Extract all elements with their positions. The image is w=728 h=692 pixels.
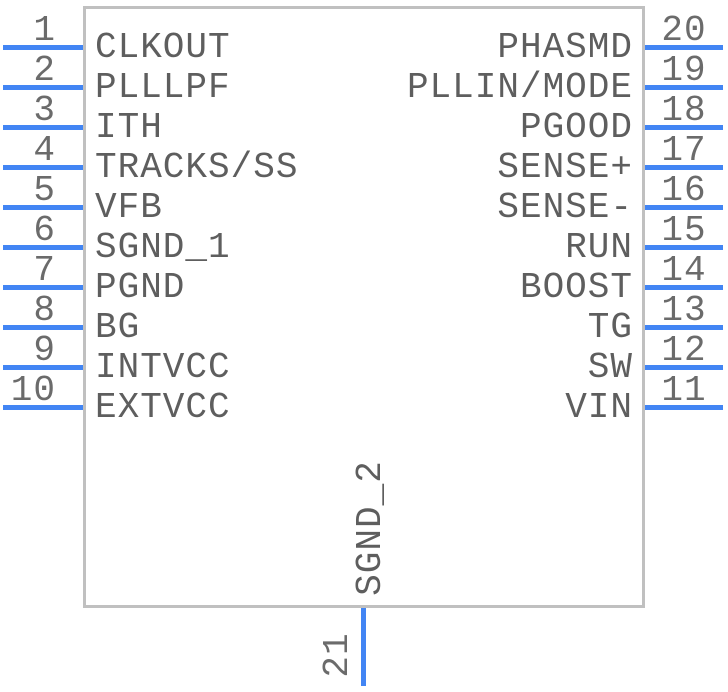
pin-name: BG (95, 307, 141, 348)
pin-name: SENSE- (497, 187, 633, 228)
pin-number: 6 (33, 210, 56, 251)
pin-name: PLLIN/MODE (406, 67, 633, 108)
pin-name: ITH (95, 107, 163, 148)
pin-line (645, 45, 723, 50)
pin-line (3, 245, 83, 250)
pin-name: BOOST (519, 267, 633, 308)
pin-number: 1 (33, 10, 56, 51)
pin-number: 3 (33, 90, 56, 131)
pin-line (645, 405, 723, 410)
pin-number: 9 (33, 330, 56, 371)
pin-name: PLLLPF (95, 67, 231, 108)
pin-number: 16 (661, 170, 707, 211)
pin-name: VFB (95, 187, 163, 228)
pin-number: 11 (661, 370, 707, 411)
pin-number: 10 (10, 370, 56, 411)
pin-line (645, 125, 723, 130)
pin-name: SGND_1 (95, 227, 231, 268)
pin-line (645, 245, 723, 250)
pin-line (3, 365, 83, 370)
pin-line (645, 205, 723, 210)
pin-name: INTVCC (95, 347, 231, 388)
pin-name: TG (587, 307, 633, 348)
pin-line (361, 608, 366, 686)
pin-name: SGND_2 (350, 460, 391, 596)
pin-number: 20 (661, 10, 707, 51)
pin-line (645, 165, 723, 170)
pin-name: SW (587, 347, 633, 388)
pin-name: PGND (95, 267, 186, 308)
pin-line (3, 285, 83, 290)
pin-line (3, 205, 83, 210)
pin-line (645, 325, 723, 330)
pin-number: 12 (661, 330, 707, 371)
pin-line (3, 165, 83, 170)
pin-number: 18 (661, 90, 707, 131)
pin-line (3, 325, 83, 330)
pin-name: VIN (565, 387, 633, 428)
pin-number: 7 (33, 250, 56, 291)
pin-line (3, 45, 83, 50)
pin-line (645, 285, 723, 290)
pin-number: 2 (33, 50, 56, 91)
pin-number: 14 (661, 250, 707, 291)
pin-line (645, 365, 723, 370)
pin-number: 8 (33, 290, 56, 331)
pin-number: 5 (33, 170, 56, 211)
pin-number: 17 (661, 130, 707, 171)
pin-line (3, 405, 83, 410)
pin-line (3, 85, 83, 90)
pin-number: 4 (33, 130, 56, 171)
pin-number: 21 (317, 632, 358, 678)
pin-name: RUN (565, 227, 633, 268)
pin-name: PHASMD (497, 27, 633, 68)
pin-name: PGOOD (519, 107, 633, 148)
pin-name: CLKOUT (95, 27, 231, 68)
pin-number: 15 (661, 210, 707, 251)
pin-name: SENSE+ (497, 147, 633, 188)
pin-name: TRACKS/SS (95, 147, 299, 188)
ic-body (83, 6, 645, 608)
pin-line (3, 125, 83, 130)
pin-line (645, 85, 723, 90)
pin-name: EXTVCC (95, 387, 231, 428)
pin-number: 13 (661, 290, 707, 331)
pin-number: 19 (661, 50, 707, 91)
